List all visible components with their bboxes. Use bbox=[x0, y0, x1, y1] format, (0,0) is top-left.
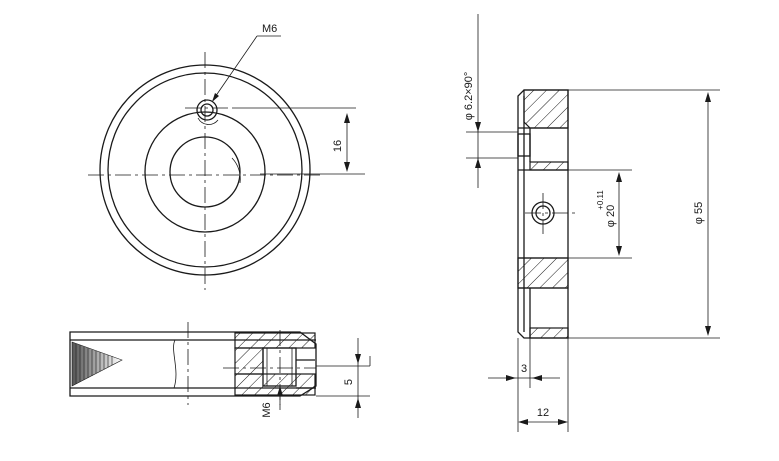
hatch-lower bbox=[517, 257, 569, 289]
thread-side-label: M6 bbox=[261, 402, 273, 417]
thread-top-label: M6 bbox=[262, 23, 277, 35]
twelve-arrow-left bbox=[518, 419, 528, 425]
thread-hole-outer bbox=[196, 99, 218, 121]
bore-arrow-bottom bbox=[616, 246, 622, 256]
dim12-label: 12 bbox=[537, 407, 549, 419]
thread-leader-arrow bbox=[212, 93, 219, 102]
dim5-arrow-bottom bbox=[355, 398, 361, 408]
bore-tolerance-label: +0.11 bbox=[596, 190, 605, 210]
thread-leader bbox=[212, 35, 258, 101]
dim3-label: 3 bbox=[521, 363, 527, 375]
bore-arc bbox=[231, 157, 241, 184]
bore-arrow-top bbox=[616, 172, 622, 182]
dim5-arrow-top bbox=[355, 354, 361, 364]
hatch-bottom bbox=[529, 327, 569, 339]
outer-arrow-bottom bbox=[705, 326, 711, 336]
outer-label: φ 55 bbox=[693, 202, 705, 224]
bore-label: φ 20 bbox=[605, 205, 617, 227]
break-line bbox=[173, 339, 177, 389]
countersink-arrow-bottom bbox=[475, 158, 481, 168]
three-arrow-right bbox=[532, 375, 542, 381]
twelve-arrow-right bbox=[558, 419, 568, 425]
knurl-pattern bbox=[71, 341, 123, 387]
side-view-outline bbox=[69, 331, 317, 397]
tapped-hole bbox=[262, 347, 297, 387]
countersink-label: φ 6.2×90° bbox=[463, 72, 475, 121]
section-hatch-top bbox=[234, 332, 316, 349]
dim16-arrow-bottom bbox=[344, 162, 350, 172]
dim16-label: 16 bbox=[332, 140, 344, 152]
knurl-lines bbox=[75, 344, 113, 384]
dim16-arrow-top bbox=[344, 113, 350, 123]
section-hatch-bottom bbox=[234, 373, 316, 396]
section-view: φ 6.2×90° φ 20 +0.11 φ 55 3 12 bbox=[463, 14, 720, 432]
front-view: M6 16 bbox=[88, 23, 365, 290]
thread-arc bbox=[197, 117, 219, 125]
dim5-label: 5 bbox=[343, 379, 355, 385]
side-thread-arrow bbox=[277, 386, 283, 396]
hatch-upper-mid bbox=[529, 161, 569, 171]
outer-arrow-top bbox=[705, 92, 711, 102]
countersink-arrow-top bbox=[475, 122, 481, 132]
three-arrow-left bbox=[506, 375, 516, 381]
thread-hole-inner bbox=[200, 103, 214, 117]
side-view: M6 5 bbox=[69, 322, 371, 418]
hatch-top bbox=[523, 89, 569, 129]
section-hatch-left bbox=[234, 347, 264, 375]
